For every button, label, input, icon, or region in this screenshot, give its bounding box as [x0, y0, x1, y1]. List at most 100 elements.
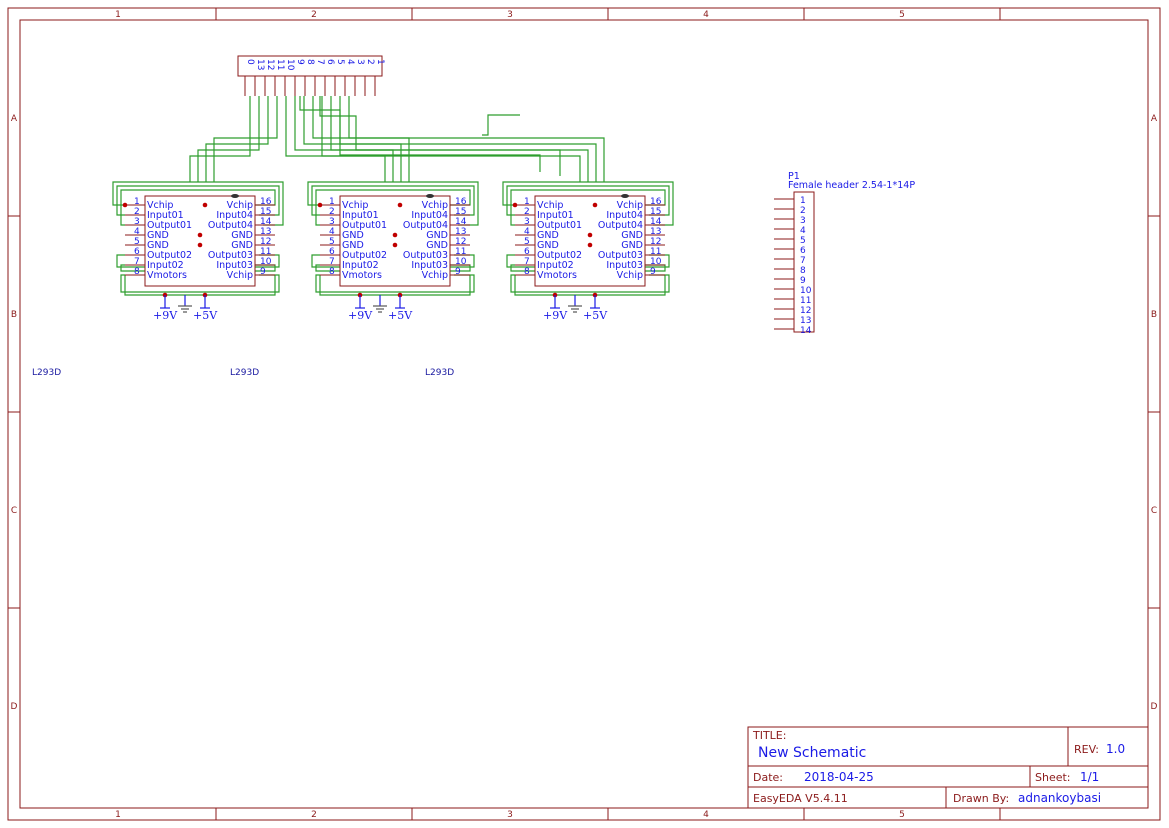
pin-name: GND: [537, 240, 559, 251]
pin-number: 12: [260, 237, 271, 247]
pin-number: 3: [524, 217, 530, 227]
pin-name: Input01: [342, 210, 379, 221]
pin-name: Vchip: [227, 270, 253, 281]
pin-number: 11: [455, 247, 466, 257]
top-header-pin: 3: [355, 59, 365, 65]
top-header-pin: 1: [375, 59, 385, 65]
pin-name: Vmotors: [147, 270, 187, 281]
pin-number: 14: [455, 217, 467, 227]
zone-col-label: 2: [311, 10, 317, 20]
pin-name: Output02: [537, 250, 582, 261]
pin-number: 7: [134, 257, 140, 267]
pin-name: GND: [147, 240, 169, 251]
pin-number: 13: [455, 227, 466, 237]
pin-name: Input04: [606, 210, 643, 221]
p1-pin: 2: [800, 206, 806, 216]
pin-name: Vchip: [537, 200, 563, 211]
sheet-label: Sheet:: [1035, 771, 1071, 784]
pin-name: GND: [426, 230, 448, 241]
pin-number: 15: [455, 207, 466, 217]
pin-number: 6: [329, 247, 335, 257]
power-5v-label: +5V: [583, 309, 608, 322]
p1-pin: 9: [800, 276, 806, 286]
drawn-by-value: adnankoybasi: [1018, 791, 1101, 805]
power-9v-label: +9V: [153, 309, 178, 322]
pin-number: 6: [524, 247, 530, 257]
top-header-pin: 13: [255, 59, 265, 70]
power-9v-label: +9V: [543, 309, 568, 322]
chip-label-3: L293D: [425, 368, 454, 378]
rev-value: 1.0: [1106, 742, 1125, 756]
pin-name: Output03: [403, 250, 448, 261]
pin-number: 15: [260, 207, 271, 217]
pin-name: GND: [537, 230, 559, 241]
pin-name: GND: [621, 240, 643, 251]
pin-number: 5: [134, 237, 140, 247]
date-label: Date:: [753, 771, 783, 784]
pin-number: 10: [455, 257, 467, 267]
pin-number: 2: [134, 207, 140, 217]
zone-col-label: 5: [899, 810, 905, 820]
pin-name: Vmotors: [342, 270, 382, 281]
pin-name: Vchip: [342, 200, 368, 211]
pin-number: 1: [134, 197, 140, 207]
pin-number: 2: [524, 207, 530, 217]
zone-col-label: 4: [703, 10, 709, 20]
pin-name: Input02: [537, 260, 574, 271]
pin-name: Output02: [342, 250, 387, 261]
pin-name: GND: [426, 240, 448, 251]
pin-number: 7: [329, 257, 335, 267]
pin-number: 14: [650, 217, 662, 227]
p1-pin: 4: [800, 226, 806, 236]
zone-row-label: A: [1151, 114, 1158, 124]
pin-name: Vchip: [617, 270, 643, 281]
top-header-pin: 4: [345, 59, 355, 65]
pin-number: 5: [524, 237, 530, 247]
zone-row-label: D: [11, 702, 18, 712]
rev-label: REV:: [1074, 743, 1099, 756]
pin-name: Output03: [208, 250, 253, 261]
top-header-pin: 7: [315, 59, 325, 65]
pin-number: 9: [650, 267, 656, 277]
power-9v-label: +9V: [348, 309, 373, 322]
schematic-title: New Schematic: [758, 745, 866, 761]
top-header-pin: 8: [305, 59, 315, 65]
pin-number: 4: [524, 227, 530, 237]
pin-number: 14: [260, 217, 272, 227]
pin-name: GND: [342, 230, 364, 241]
pin-number: 8: [524, 267, 530, 277]
title-block: TITLE: New Schematic REV: 1.0 Date: 2018…: [747, 726, 1149, 809]
pin-name: Input01: [537, 210, 574, 221]
p1-pin: 6: [800, 246, 806, 256]
pin-number: 3: [329, 217, 335, 227]
tool-version: EasyEDA V5.4.11: [753, 792, 848, 805]
p1-pin: 7: [800, 256, 806, 266]
pin-name: Input01: [147, 210, 184, 221]
p1-pin: 1: [800, 196, 806, 206]
pin-number: 12: [650, 237, 661, 247]
zone-row-label: A: [11, 114, 18, 124]
power-5v-label: +5V: [193, 309, 218, 322]
pin-number: 1: [524, 197, 530, 207]
pin-name: Output02: [147, 250, 192, 261]
pin-number: 6: [134, 247, 140, 257]
p1-pin: 11: [800, 296, 811, 306]
pin-number: 8: [134, 267, 140, 277]
power-5v-label: +5V: [388, 309, 413, 322]
pin-name: Vchip: [227, 200, 253, 211]
p1-pin: 5: [800, 236, 806, 246]
pin-name: GND: [231, 240, 253, 251]
pin-name: Output04: [598, 220, 643, 231]
pin-name: Output04: [208, 220, 253, 231]
sheet-value: 1/1: [1080, 770, 1099, 784]
top-header-pin: 6: [325, 59, 335, 65]
pin-name: Input02: [342, 260, 379, 271]
pin-name: Vmotors: [537, 270, 577, 281]
pin-name: Vchip: [422, 270, 448, 281]
pin-number: 5: [329, 237, 335, 247]
p1-designator: P1: [788, 171, 800, 182]
zone-col-label: 2: [311, 810, 317, 820]
pin-number: 8: [329, 267, 335, 277]
